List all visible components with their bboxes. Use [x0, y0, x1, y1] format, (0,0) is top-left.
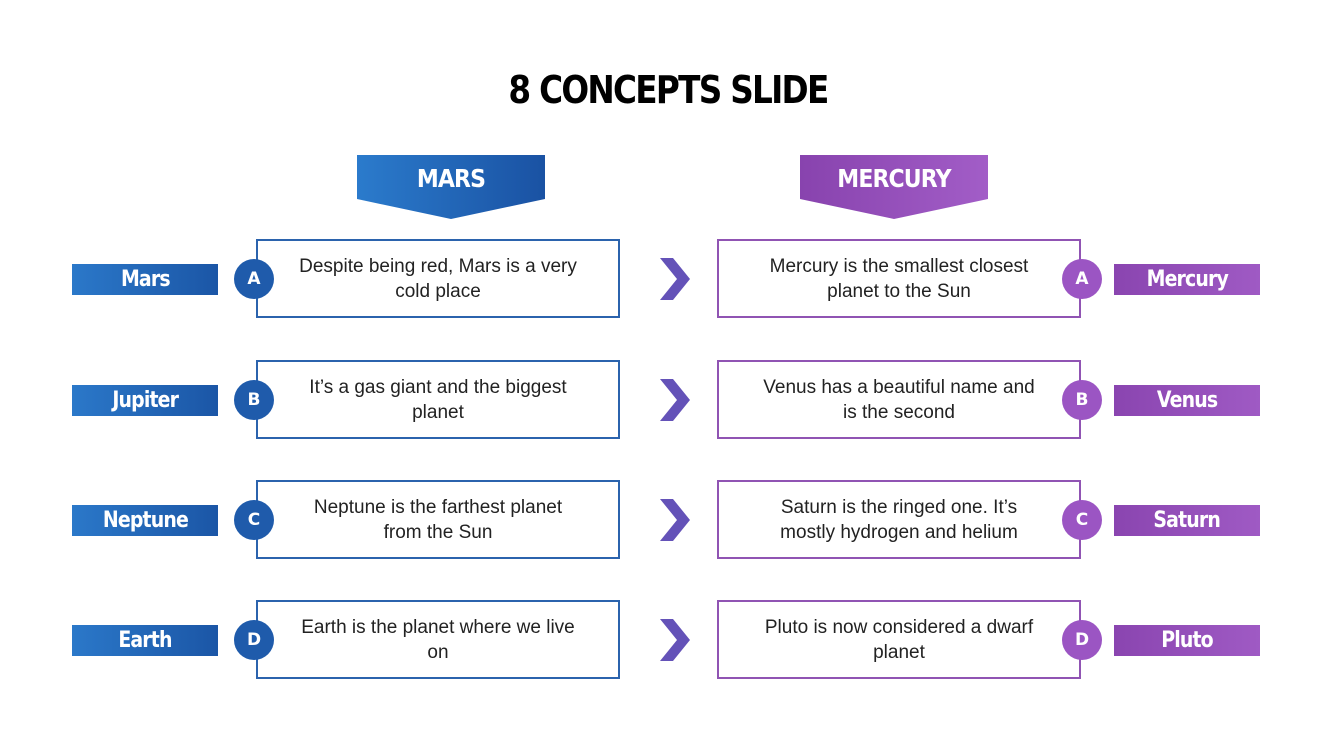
- right-concept-box: Venus has a beautiful name and is the se…: [717, 360, 1081, 439]
- right-tag-label: Venus: [1156, 388, 1218, 413]
- left-tag: Neptune: [72, 505, 218, 536]
- left-tag-label: Jupiter: [112, 388, 179, 413]
- mars-header-label: MARS: [416, 164, 486, 193]
- right-letter-badge: D: [1062, 620, 1102, 660]
- right-tag-label: Mercury: [1146, 267, 1228, 292]
- right-letter-badge: A: [1062, 259, 1102, 299]
- left-concept-box: Neptune is the farthest planet from the …: [256, 480, 620, 559]
- right-concept-box: Pluto is now considered a dwarf planet: [717, 600, 1081, 679]
- mercury-banner-shape: [800, 155, 988, 219]
- left-tag-label: Mars: [120, 267, 171, 292]
- left-letter-badge: C: [234, 500, 274, 540]
- chevron-right-icon: [658, 258, 692, 300]
- right-concept-box: Mercury is the smallest closest planet t…: [717, 239, 1081, 318]
- chevron-right-icon: [658, 379, 692, 421]
- right-tag: Venus: [1114, 385, 1260, 416]
- left-tag: Earth: [72, 625, 218, 656]
- chevron-right-icon: [658, 499, 692, 541]
- left-tag-label: Neptune: [102, 508, 188, 533]
- mercury-header-banner: MERCURY: [800, 155, 988, 219]
- right-letter-badge: B: [1062, 380, 1102, 420]
- mercury-header-label: MERCURY: [837, 164, 951, 193]
- left-tag: Mars: [72, 264, 218, 295]
- left-letter-badge: B: [234, 380, 274, 420]
- left-tag: Jupiter: [72, 385, 218, 416]
- slide-title: 8 CONCEPTS SLIDE: [508, 68, 829, 112]
- right-concept-box: Saturn is the ringed one. It’s mostly hy…: [717, 480, 1081, 559]
- left-letter-badge: D: [234, 620, 274, 660]
- right-tag: Pluto: [1114, 625, 1260, 656]
- right-tag-label: Saturn: [1153, 508, 1221, 533]
- right-tag-label: Pluto: [1161, 628, 1213, 653]
- mars-header-banner: MARS: [357, 155, 545, 219]
- right-tag: Saturn: [1114, 505, 1260, 536]
- right-letter-badge: C: [1062, 500, 1102, 540]
- left-letter-badge: A: [234, 259, 274, 299]
- mars-banner-shape: [357, 155, 545, 219]
- left-concept-box: Earth is the planet where we live on: [256, 600, 620, 679]
- left-tag-label: Earth: [118, 628, 172, 653]
- left-concept-box: It’s a gas giant and the biggest planet: [256, 360, 620, 439]
- left-concept-box: Despite being red, Mars is a very cold p…: [256, 239, 620, 318]
- chevron-right-icon: [658, 619, 692, 661]
- right-tag: Mercury: [1114, 264, 1260, 295]
